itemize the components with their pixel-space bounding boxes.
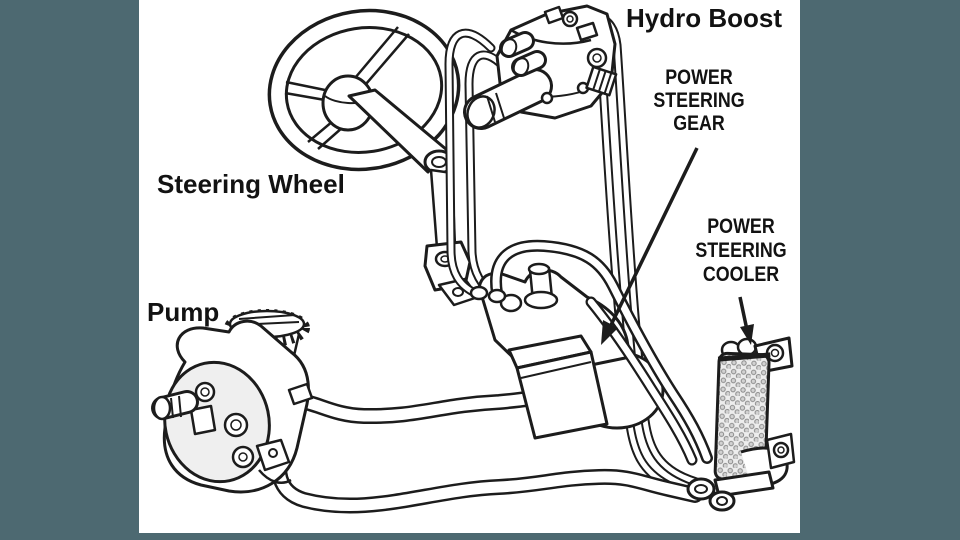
diagram-canvas: Hydro Boost POWER STEERING GEAR POWER ST… (139, 0, 800, 533)
pump-drawing (151, 309, 314, 494)
label-power-steering-gear: POWER STEERING GEAR (644, 66, 755, 135)
label-steering-wheel: Steering Wheel (157, 169, 345, 199)
label-power-steering-cooler-line2: STEERING (695, 239, 787, 262)
label-power-steering-gear-line1: POWER (665, 66, 733, 89)
cooler-callout-arrow (738, 296, 754, 345)
hydro-boost-drawing (463, 4, 618, 130)
label-power-steering-gear-line3: GEAR (673, 112, 725, 135)
power-steering-cooler-drawing (686, 336, 796, 512)
label-power-steering-cooler-line1: POWER (707, 215, 775, 238)
label-power-steering-cooler: POWER STEERING COOLER (686, 215, 797, 287)
label-power-steering-cooler-line3: COOLER (702, 263, 780, 286)
label-pump: Pump (147, 297, 220, 327)
label-power-steering-gear-line2: STEERING (653, 89, 745, 112)
power-steering-system-drawing (151, 4, 796, 514)
label-hydro-boost: Hydro Boost (626, 3, 782, 33)
gear-callout-arrow (601, 147, 699, 345)
power-steering-gear-drawing (477, 262, 665, 440)
hose-bottom-return-drawing (271, 440, 703, 514)
